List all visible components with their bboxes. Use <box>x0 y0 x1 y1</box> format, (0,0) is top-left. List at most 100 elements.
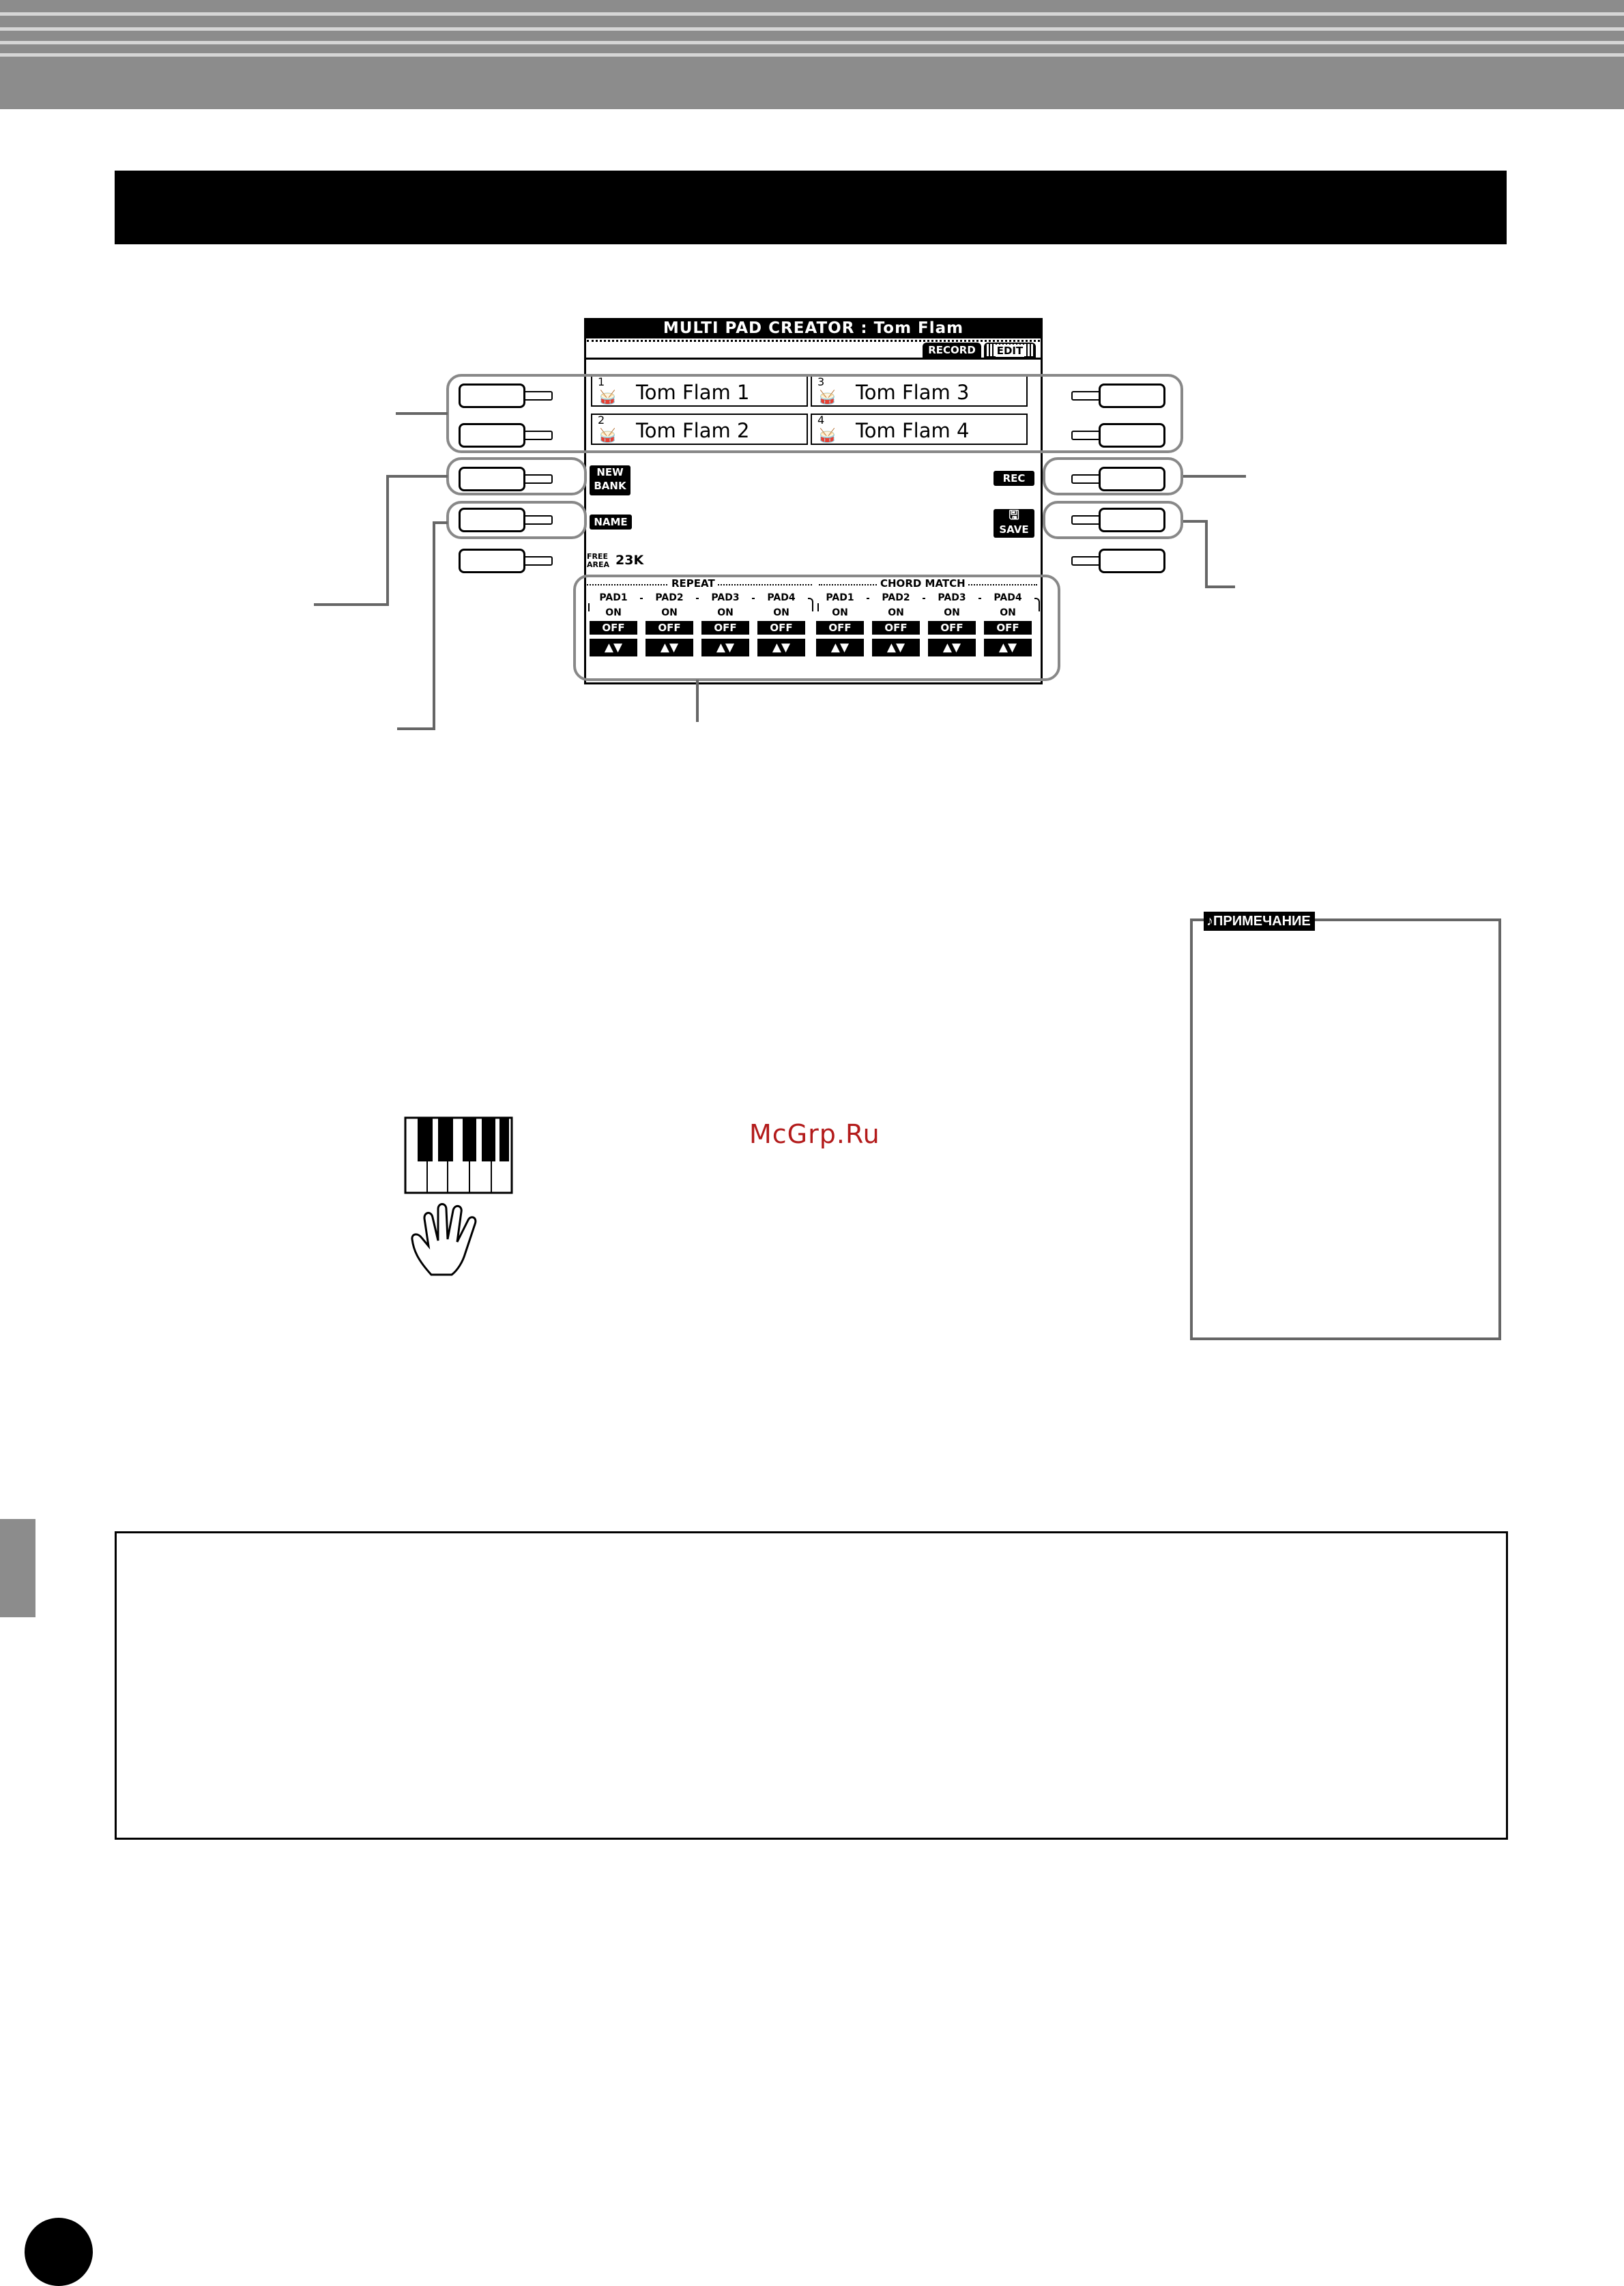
bottom-frame <box>115 1531 1508 1840</box>
chord-pad-label: PAD4 <box>981 592 1034 603</box>
repeat-off-value[interactable]: OFF <box>646 621 693 635</box>
repeat-on-label: ON <box>605 607 622 618</box>
free-area-label: FREE AREA <box>587 553 609 569</box>
pad-name: Tom Flam 1 <box>636 381 750 404</box>
chord-on-label: ON <box>832 607 848 618</box>
header-stripe <box>0 41 1624 44</box>
keyboard-hand-illustration <box>404 1116 513 1276</box>
leader-line <box>1183 520 1208 523</box>
floppy-icon: 🖫 <box>1009 508 1019 523</box>
repeat-on-label: ON <box>661 607 678 618</box>
chord-arrow-button[interactable]: ▲▼ <box>816 639 864 656</box>
page-number-badge <box>25 2218 93 2286</box>
chord-off-value[interactable]: OFF <box>872 621 920 635</box>
leader-line <box>386 475 389 605</box>
repeat-off-value[interactable]: OFF <box>590 621 637 635</box>
left-button-c[interactable] <box>459 467 554 493</box>
chord-arrow-button[interactable]: ▲▼ <box>928 639 976 656</box>
pad-group-outline <box>446 374 1183 453</box>
pad-name: Tom Flam 4 <box>856 419 970 442</box>
free-area-value: 23K <box>615 553 644 568</box>
leader-line <box>1205 520 1208 588</box>
right-button-b[interactable] <box>1071 423 1167 449</box>
chord-on-label: ON <box>888 607 904 618</box>
repeat-arrow-button[interactable]: ▲▼ <box>590 639 637 656</box>
header-stripe <box>0 53 1624 57</box>
pad-number: 2 <box>598 414 605 426</box>
repeat-off-value[interactable]: OFF <box>757 621 805 635</box>
left-button-b[interactable] <box>459 423 554 449</box>
new-bank-line2: BANK <box>594 480 626 492</box>
rec-outline <box>1043 457 1183 495</box>
leader-line <box>396 412 448 415</box>
free-label: FREE <box>587 552 609 561</box>
tab-edit[interactable]: EDIT <box>984 343 1036 358</box>
tab-underline <box>584 358 1043 360</box>
chord-off-value[interactable]: OFF <box>984 621 1032 635</box>
chord-on-label: ON <box>944 607 960 618</box>
new-bank-outline <box>446 457 587 495</box>
chord-off-value[interactable]: OFF <box>928 621 976 635</box>
repeat-chord-outline <box>573 575 1060 681</box>
repeat-off-value[interactable]: OFF <box>701 621 749 635</box>
note-box <box>1190 918 1501 1340</box>
hand-icon <box>411 1203 477 1276</box>
repeat-pad-label: PAD1 <box>587 592 640 603</box>
new-bank-softkey[interactable]: NEW BANK <box>590 465 630 495</box>
chord-pad-label: PAD1 <box>813 592 867 603</box>
right-button-e[interactable] <box>1071 549 1167 575</box>
chord-pad-label: PAD2 <box>869 592 923 603</box>
right-button-c[interactable] <box>1071 467 1167 493</box>
repeat-label: REPEAT <box>669 577 718 590</box>
pad-2[interactable]: 2 🥁 Tom Flam 2 <box>591 414 808 445</box>
chord-off-value[interactable]: OFF <box>816 621 864 635</box>
section-title-bar <box>115 171 1507 244</box>
right-button-d[interactable] <box>1071 508 1167 534</box>
keyboard-icon <box>404 1116 513 1194</box>
pad-name: Tom Flam 2 <box>636 419 750 442</box>
repeat-pad-label: PAD2 <box>643 592 696 603</box>
drum-icon: 🥁 <box>819 427 836 444</box>
header-stripe <box>0 27 1624 31</box>
drum-icon: 🥁 <box>599 427 616 444</box>
leader-line <box>386 475 448 478</box>
chord-arrow-button[interactable]: ▲▼ <box>872 639 920 656</box>
repeat-on-label: ON <box>773 607 789 618</box>
name-outline <box>446 501 587 539</box>
drum-icon: 🥁 <box>819 389 836 405</box>
right-button-a[interactable] <box>1071 384 1167 409</box>
leader-line <box>1183 475 1246 478</box>
save-label: SAVE <box>999 523 1029 536</box>
leader-line <box>696 680 699 722</box>
repeat-on-label: ON <box>717 607 734 618</box>
save-softkey[interactable]: 🖫 SAVE <box>994 509 1034 538</box>
tab-record[interactable]: RECORD <box>923 343 981 358</box>
note-tag: ♪ПРИМЕЧАНИЕ <box>1204 912 1315 931</box>
pad-number: 1 <box>598 375 605 388</box>
left-button-a[interactable] <box>459 384 554 409</box>
left-button-d[interactable] <box>459 508 554 534</box>
watermark: McGrp.Ru <box>749 1119 880 1149</box>
leader-line <box>1205 585 1235 588</box>
lcd-divider <box>587 340 1040 342</box>
name-softkey[interactable]: NAME <box>590 515 632 530</box>
leader-line <box>433 521 435 730</box>
pad-name: Tom Flam 3 <box>856 381 970 404</box>
repeat-arrow-button[interactable]: ▲▼ <box>646 639 693 656</box>
pad-4[interactable]: 4 🥁 Tom Flam 4 <box>811 414 1028 445</box>
repeat-pad-label: PAD3 <box>699 592 752 603</box>
leader-line <box>397 727 435 730</box>
chord-on-label: ON <box>1000 607 1016 618</box>
rec-softkey[interactable]: REC <box>994 471 1034 486</box>
repeat-arrow-button[interactable]: ▲▼ <box>701 639 749 656</box>
pad-3[interactable]: 3 🥁 Tom Flam 3 <box>811 375 1028 407</box>
chord-match-label: CHORD MATCH <box>878 577 968 590</box>
pad-number: 4 <box>817 414 825 426</box>
lcd-title: MULTI PAD CREATOR : Tom Flam <box>584 318 1043 338</box>
leader-line <box>314 603 389 606</box>
side-tab <box>0 1519 35 1617</box>
left-button-e[interactable] <box>459 549 554 575</box>
drum-icon: 🥁 <box>599 389 616 405</box>
repeat-arrow-button[interactable]: ▲▼ <box>757 639 805 656</box>
chord-arrow-button[interactable]: ▲▼ <box>984 639 1032 656</box>
